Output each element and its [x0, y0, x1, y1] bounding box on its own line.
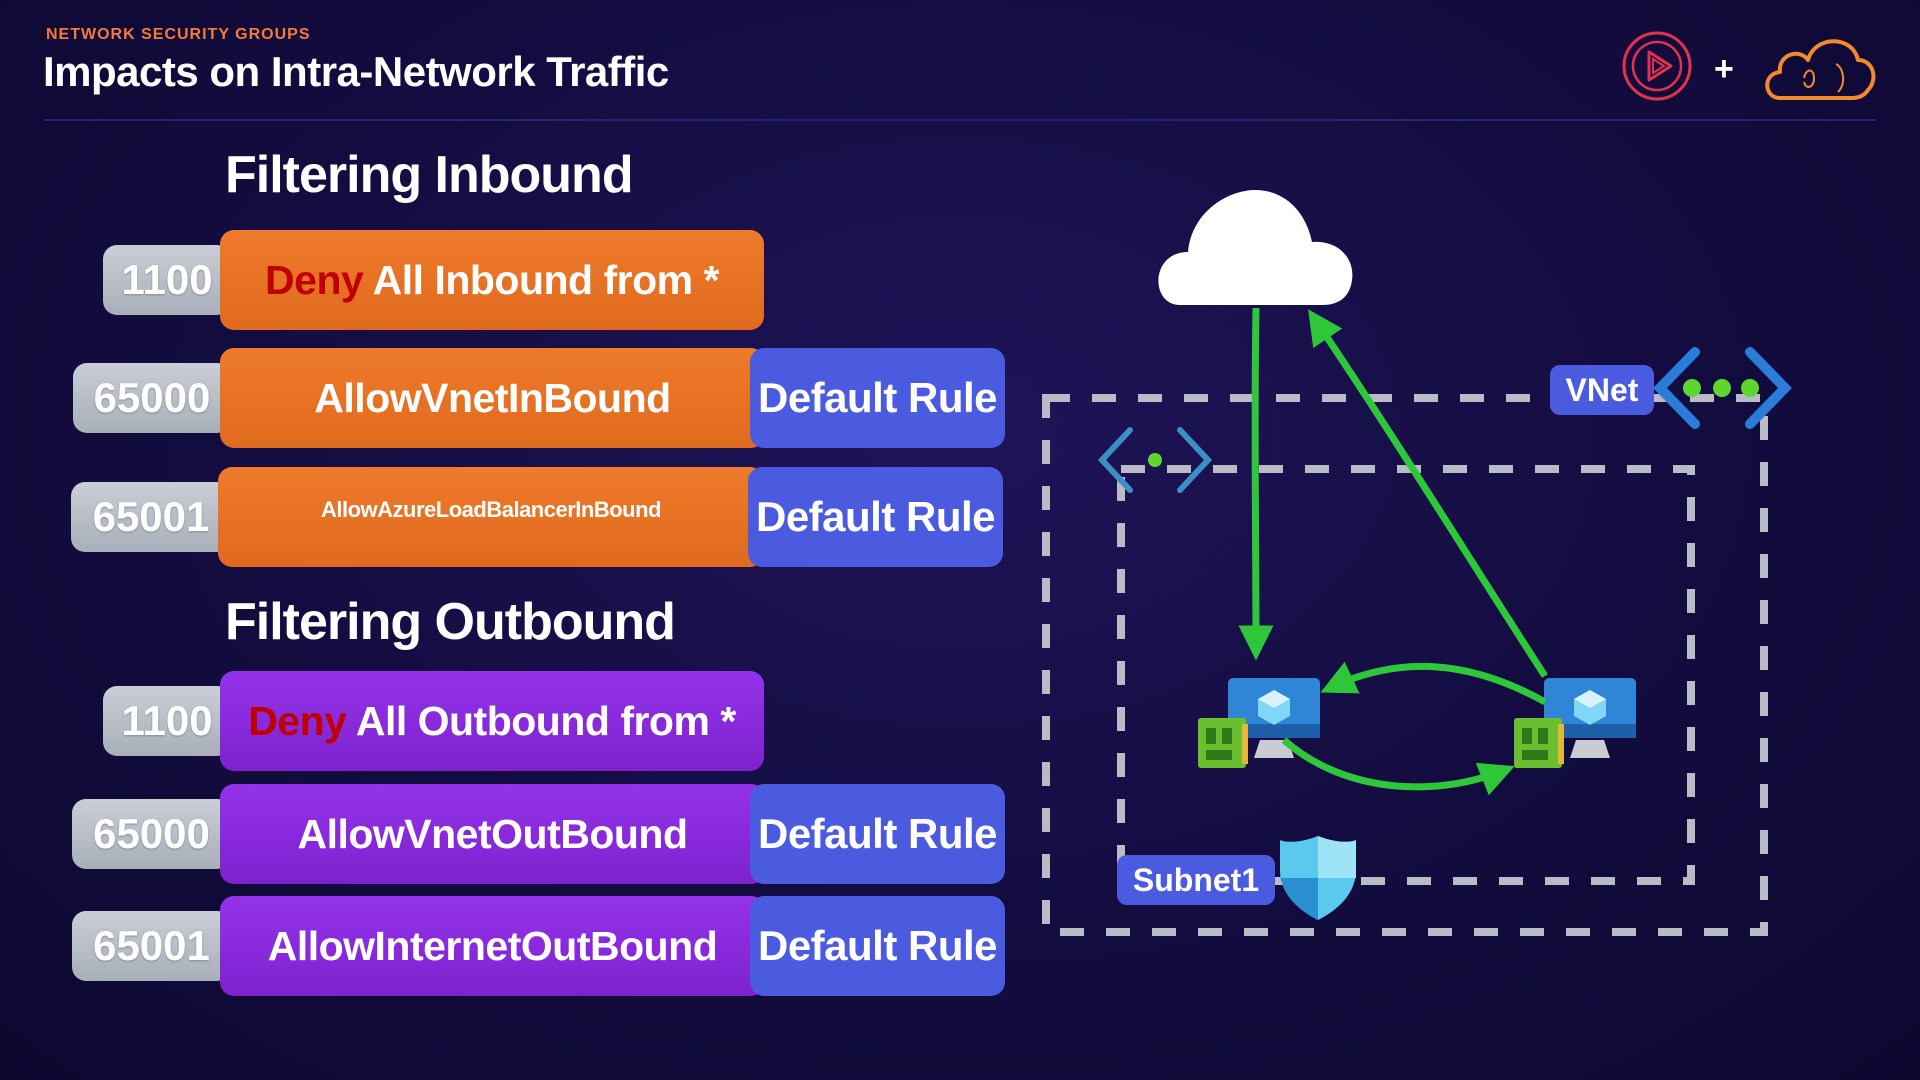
rule-text: AllowInternetOutBound — [267, 922, 718, 969]
nsg-shield-icon — [1280, 836, 1356, 920]
network-interface-icon — [1198, 718, 1248, 768]
default-rule-badge: Default Rule — [748, 467, 1003, 567]
rule-name: Deny All Outbound from * — [220, 671, 764, 771]
rule-name: AllowInternetOutBound — [220, 896, 765, 996]
vnet-label: VNet — [1550, 365, 1654, 415]
network-interface-icon — [1514, 718, 1564, 768]
rule-priority: 1100 — [103, 245, 231, 315]
cloud-logo-icon — [1765, 39, 1876, 100]
traffic-arrow-vm2-to-internet — [1308, 309, 1548, 678]
traffic-arrow-vm1-to-vm2 — [1281, 737, 1515, 796]
deny-word: Deny — [248, 697, 347, 744]
internet-cloud-icon — [1158, 190, 1353, 305]
plus-sign: + — [1714, 50, 1734, 88]
outbound-rule-row: 65001 AllowInternetOutBound Default Rule — [0, 896, 1010, 996]
rule-priority: 65000 — [73, 363, 231, 433]
rule-text: All Inbound from * — [363, 256, 720, 303]
outbound-rule-row: 65000 AllowVnetOutBound Default Rule — [0, 784, 1010, 884]
subnet-label: Subnet1 — [1117, 855, 1275, 905]
rule-text: AllowAzureLoadBalancerInBound — [321, 497, 661, 522]
rule-name: AllowAzureLoadBalancerInBound — [218, 467, 764, 567]
rule-name: Deny All Inbound from * — [220, 230, 764, 330]
outbound-rule-row: 1100 Deny All Outbound from * — [0, 671, 1010, 771]
header-divider — [44, 119, 1876, 121]
rule-name: AllowVnetOutBound — [220, 784, 765, 884]
inbound-rule-row: 65000 AllowVnetInBound Default Rule — [0, 348, 1010, 448]
deny-word: Deny — [265, 256, 364, 303]
rule-priority: 65001 — [71, 482, 231, 552]
virtual-machine-icon — [1544, 678, 1636, 758]
inbound-section-title: Filtering Inbound — [225, 146, 634, 204]
inbound-rule-row: 65001 AllowAzureLoadBalancerInBound Defa… — [0, 467, 1010, 567]
traffic-arrow-internet-to-vm1 — [1238, 307, 1274, 661]
subnet-boundary — [1117, 465, 1695, 885]
rule-text: AllowVnetOutBound — [297, 810, 688, 857]
play-logo-icon — [1622, 31, 1692, 101]
rule-priority: 65000 — [72, 799, 231, 869]
virtual-machine-icon — [1228, 678, 1320, 758]
rule-priority: 65001 — [72, 911, 231, 981]
rule-text: All Outbound from * — [346, 697, 736, 744]
vnet-chevron-icon — [1653, 347, 1792, 429]
vnet-boundary — [1042, 394, 1768, 936]
rule-text: AllowVnetInBound — [314, 374, 671, 421]
default-rule-badge: Default Rule — [750, 896, 1005, 996]
rule-name: AllowVnetInBound — [220, 348, 765, 448]
eyebrow: NETWORK SECURITY GROUPS — [46, 26, 311, 43]
network-diagram — [1042, 190, 1792, 936]
rule-priority: 1100 — [103, 686, 231, 756]
outbound-section-title: Filtering Outbound — [225, 593, 676, 651]
subnet-code-icon — [1097, 427, 1213, 493]
inbound-rule-row: 1100 Deny All Inbound from * — [0, 230, 1010, 330]
page-title: Impacts on Intra-Network Traffic — [43, 48, 669, 95]
traffic-arrow-vm2-to-vm1 — [1320, 661, 1547, 706]
default-rule-badge: Default Rule — [750, 348, 1005, 448]
default-rule-badge: Default Rule — [750, 784, 1005, 884]
